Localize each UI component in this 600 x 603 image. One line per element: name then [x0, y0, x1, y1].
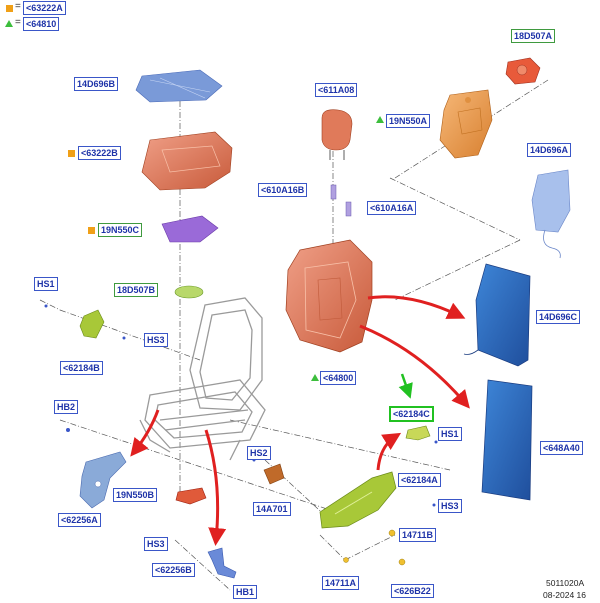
legend-equals-square: =	[15, 1, 21, 12]
clip-18d507b	[174, 285, 204, 299]
pad-14d696c	[463, 263, 531, 367]
callout-hs3-right: HS3	[438, 499, 462, 513]
triangle-marker-19n550a	[376, 116, 384, 123]
callout-14d696c: 14D696C	[536, 310, 581, 324]
lumbar-mat-14d696a	[531, 169, 571, 259]
callout-62184a: <62184A	[398, 473, 441, 487]
callout-hs1-right: HS1	[438, 427, 462, 441]
callout-14d696b: 14D696B	[74, 77, 119, 91]
callout-14711a: 14711A	[322, 576, 360, 590]
heater-element-19n550c	[161, 215, 219, 243]
figure-id: 5011020A	[546, 578, 585, 588]
headrest-611a08	[321, 109, 353, 160]
callout-hs3-left: HS3	[144, 333, 168, 347]
callout-611a08: <611A08	[315, 83, 358, 97]
trim-62184b	[79, 309, 105, 339]
callout-19n550b: 19N550B	[113, 488, 158, 502]
callout-64800: <64800	[320, 371, 357, 385]
callout-hs3-bottom: HS3	[144, 537, 168, 551]
callout-18d507a: 18D507A	[511, 29, 556, 43]
headrest-guides-610a16	[330, 184, 352, 217]
callout-hb2: HB2	[54, 400, 79, 414]
side-shield-62184a	[319, 471, 397, 529]
callout-62184b: <62184B	[60, 361, 103, 375]
legend-triangle-icon	[5, 20, 13, 27]
legend-square-icon	[6, 5, 13, 12]
callout-19n550c: 19N550C	[98, 223, 143, 237]
legend-code-square: <63222A	[23, 1, 66, 15]
figure-date: 08-2024 16	[543, 590, 587, 600]
callout-19n550a: 19N550A	[386, 114, 431, 128]
seatback-foam-64800	[285, 239, 373, 353]
callout-62256b: <62256B	[152, 563, 195, 577]
seatback-panel-19n550a	[439, 89, 493, 159]
seat-cushion-63222b	[141, 131, 233, 191]
callout-hs2: HS2	[247, 446, 271, 460]
heater-mat-14d696b	[135, 69, 223, 103]
small-fasteners	[44, 304, 438, 566]
legend-equals-triangle: =	[15, 17, 21, 28]
panel-648a40	[481, 379, 533, 501]
callout-63222b: <63222B	[78, 146, 121, 160]
callout-610a16a: <610A16A	[367, 201, 417, 215]
square-marker-19n550c	[88, 227, 95, 234]
callout-14d696a: 14D696A	[527, 143, 572, 157]
heater-19n550b	[175, 487, 207, 505]
bracket-62256b	[207, 547, 237, 579]
green-pointer-arrow	[398, 373, 413, 399]
square-marker-63222b	[68, 150, 75, 157]
cover-62256a	[79, 451, 127, 509]
callout-610a16b: <610A16B	[258, 183, 308, 197]
callout-14a701: 14A701	[253, 502, 291, 516]
callout-626b22: <626B22	[391, 584, 434, 598]
connector-14a701	[263, 463, 285, 485]
callout-18d507b: 18D507B	[114, 283, 159, 297]
callout-648a40: <648A40	[540, 441, 583, 455]
legend-code-triangle: <64810	[23, 17, 60, 31]
callout-hb1: HB1	[233, 585, 258, 599]
bracket-62184c	[405, 425, 431, 441]
callout-14711b: 14711B	[399, 528, 437, 542]
callout-62184c-highlighted: <62184C	[389, 406, 434, 422]
triangle-marker-64800	[311, 374, 319, 381]
callout-arrows	[130, 295, 470, 546]
callout-62256a: <62256A	[58, 513, 101, 527]
callout-hs1-left: HS1	[34, 277, 58, 291]
actuator-18d507a	[505, 57, 541, 85]
seat-frame	[139, 297, 266, 461]
